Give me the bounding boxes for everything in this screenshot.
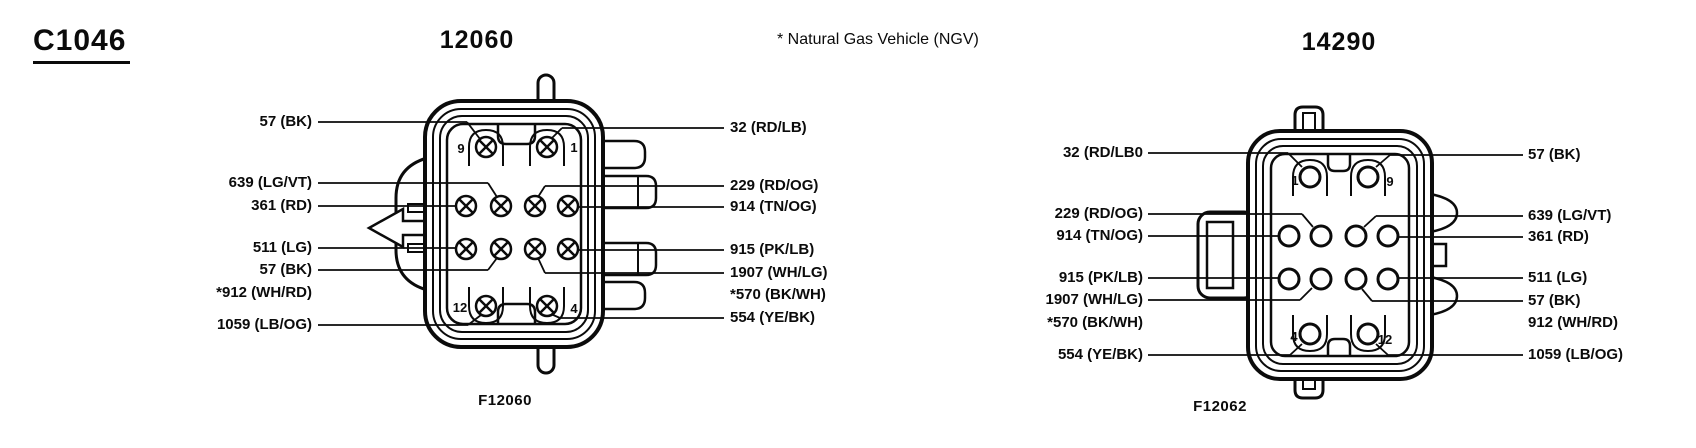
pin-number: 1: [570, 140, 577, 155]
wire-label: *570 (BK/WH): [730, 286, 826, 303]
wire-label: 912 (WH/RD): [1528, 314, 1619, 331]
connector-14290: 1 9 4 12: [1148, 105, 1523, 400]
wire-label: 229 (RD/OG): [1054, 205, 1143, 222]
pin-x-icon: [474, 294, 498, 318]
pin-icon: [1298, 165, 1322, 189]
wire-label: 511 (LG): [252, 239, 312, 256]
wire-label: 914 (TN/OG): [730, 198, 817, 215]
pin-x-icon: [535, 135, 559, 159]
pin-x-icon: [489, 194, 513, 218]
pin-field-circle: [1277, 165, 1400, 346]
pin-number: 4: [1290, 329, 1298, 344]
wire-label: 639 (LG/VT): [228, 174, 312, 191]
wire-label: 32 (RD/LB): [730, 119, 807, 136]
cavity-outline: [445, 122, 583, 326]
wire-label: 361 (RD): [1528, 228, 1589, 245]
part-number-14290: 14290: [1301, 28, 1377, 56]
side-tab: [603, 241, 658, 277]
wire-label: *570 (BK/WH): [1047, 314, 1143, 331]
wire-label: 57 (BK): [1528, 146, 1581, 163]
side-tab: [603, 280, 647, 311]
wire-label: 361 (RD): [251, 197, 312, 214]
wire-label: 915 (PK/LB): [1058, 269, 1143, 286]
pin-number: 9: [457, 141, 464, 156]
connector-12060: 9 1 12 4: [318, 73, 724, 375]
pin-icon: [1277, 224, 1301, 248]
pin-x-icon: [474, 135, 498, 159]
cavity-outline: [1269, 152, 1411, 358]
wire-label: 1059 (LB/OG): [1528, 346, 1624, 363]
figure-caption: F12062: [1193, 398, 1247, 415]
pin-x-icon: [556, 237, 580, 261]
connector-id-heading: C1046: [33, 24, 131, 64]
wire-label: 511 (LG): [1528, 269, 1588, 286]
wire-label: 554 (YE/BK): [730, 309, 816, 326]
wire-label: 915 (PK/LB): [730, 241, 815, 258]
pin-icon: [1376, 224, 1400, 248]
pin-icon: [1344, 267, 1368, 291]
pin-number: 4: [570, 301, 578, 316]
pin-x-icon: [535, 294, 559, 318]
wire-label: 914 (TN/OG): [1056, 227, 1143, 244]
pin-x-icon: [556, 194, 580, 218]
leader-lines-12060: [318, 121, 724, 326]
wire-label: 57 (BK): [259, 113, 312, 130]
wire-label: *912 (WH/RD): [216, 284, 312, 301]
pin-number: 1: [1291, 173, 1298, 188]
pin-icon: [1298, 322, 1322, 346]
pin-icon: [1356, 165, 1380, 189]
wire-label: 1907 (WH/LG): [730, 264, 828, 281]
figure-caption: F12060: [478, 392, 532, 409]
wire-label: 554 (YE/BK): [1057, 346, 1143, 363]
pin-icon: [1356, 322, 1380, 346]
wire-label: 1907 (WH/LG): [1045, 291, 1143, 308]
connector-body: [1246, 129, 1434, 381]
pin-x-icon: [454, 237, 478, 261]
pin-icon: [1309, 224, 1333, 248]
side-bump: [1429, 275, 1459, 317]
wire-label: 57 (BK): [259, 261, 312, 278]
ngv-footnote: * Natural Gas Vehicle (NGV): [777, 31, 979, 48]
pin-x-icon: [454, 194, 478, 218]
part-number-12060: 12060: [439, 26, 515, 54]
side-tab: [603, 139, 647, 170]
wire-label: 57 (BK): [1528, 292, 1581, 309]
pin-x-icon: [489, 237, 513, 261]
wire-label: 639 (LG/VT): [1528, 207, 1612, 224]
side-bump: [1429, 192, 1459, 234]
wire-label: 32 (RD/LB0: [1062, 144, 1143, 161]
pin-number: 12: [1378, 332, 1392, 347]
leader-lines-14290: [1148, 152, 1523, 356]
wire-label: 229 (RD/OG): [730, 177, 819, 194]
pin-field-x: [454, 135, 580, 318]
pin-number: 9: [1386, 174, 1393, 189]
side-tab: [603, 174, 658, 210]
pin-x-icon: [523, 237, 547, 261]
pin-icon: [1309, 267, 1333, 291]
pin-x-icon: [523, 194, 547, 218]
wire-label: 1059 (LB/OG): [216, 316, 312, 333]
pin-number: 12: [453, 300, 467, 315]
pin-icon: [1277, 267, 1301, 291]
pin-icon: [1376, 267, 1400, 291]
pin-icon: [1344, 224, 1368, 248]
